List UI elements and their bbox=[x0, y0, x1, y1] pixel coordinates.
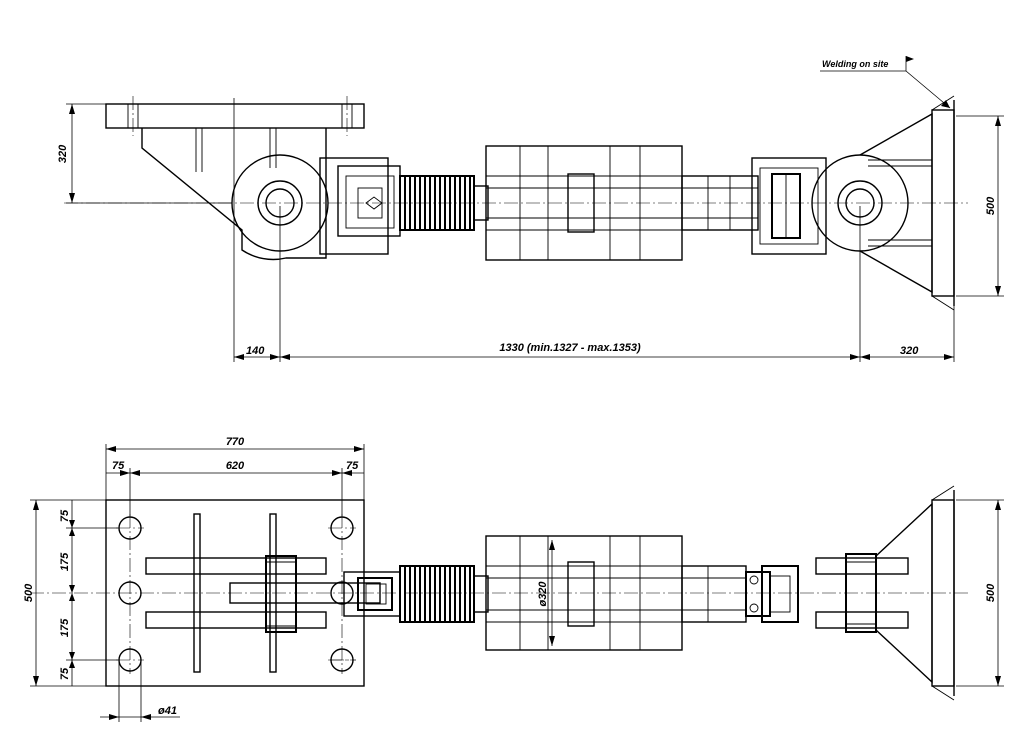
welding-annotation: Welding on site bbox=[820, 56, 951, 109]
dim-175-bottom-label: 175 bbox=[59, 618, 71, 637]
dim-75-left-label: 75 bbox=[112, 460, 125, 472]
left-base-plate bbox=[105, 96, 365, 136]
plan-threaded-rod bbox=[473, 575, 489, 613]
dim-770-label: 770 bbox=[226, 436, 245, 448]
plan-right-clevis bbox=[745, 565, 799, 623]
dim-140-label: 140 bbox=[246, 345, 265, 357]
left-bracket bbox=[141, 128, 389, 261]
dim-500-plan-label: 500 bbox=[23, 583, 35, 602]
dim-left-height: 320 bbox=[57, 103, 232, 204]
plan-piston-rod bbox=[681, 565, 747, 623]
dim-75-top-label: 75 bbox=[59, 509, 71, 522]
plan-top-dims: 770 75 620 75 bbox=[105, 436, 365, 516]
plan-right-dims: 500 bbox=[956, 499, 1004, 687]
plan-view: ø320 bbox=[23, 436, 1004, 722]
dim-75-bottom-label: 75 bbox=[59, 667, 71, 680]
welding-label: Welding on site bbox=[822, 59, 888, 69]
dim-500-right-label: 500 bbox=[985, 196, 997, 215]
dim-175-top-label: 175 bbox=[59, 552, 71, 571]
dim-320-right-label: 320 bbox=[900, 345, 919, 357]
dim-320-left-label: 320 bbox=[57, 144, 69, 163]
dim-hole-label: ø41 bbox=[158, 705, 177, 717]
dim-horizontal-chain: 140 1330 (min.1327 - max.1353) 320 bbox=[233, 98, 955, 362]
dim-75-right-label: 75 bbox=[346, 460, 359, 472]
plan-hole-dim: ø41 bbox=[100, 660, 180, 722]
right-clevis bbox=[751, 157, 827, 255]
side-view: Welding on site 320 500 bbox=[57, 56, 1004, 362]
dim-500-plan-right-label: 500 bbox=[985, 583, 997, 602]
dim-1330-label: 1330 (min.1327 - max.1353) bbox=[499, 342, 641, 354]
left-clevis bbox=[337, 165, 401, 237]
plan-left-bellows bbox=[399, 565, 475, 623]
dim-right-height: 500 bbox=[956, 115, 1004, 297]
dim-620-label: 620 bbox=[226, 460, 245, 472]
plan-left-dims: 500 75 175 175 75 bbox=[23, 499, 118, 687]
dim-diameter-320-label: ø320 bbox=[537, 581, 549, 607]
